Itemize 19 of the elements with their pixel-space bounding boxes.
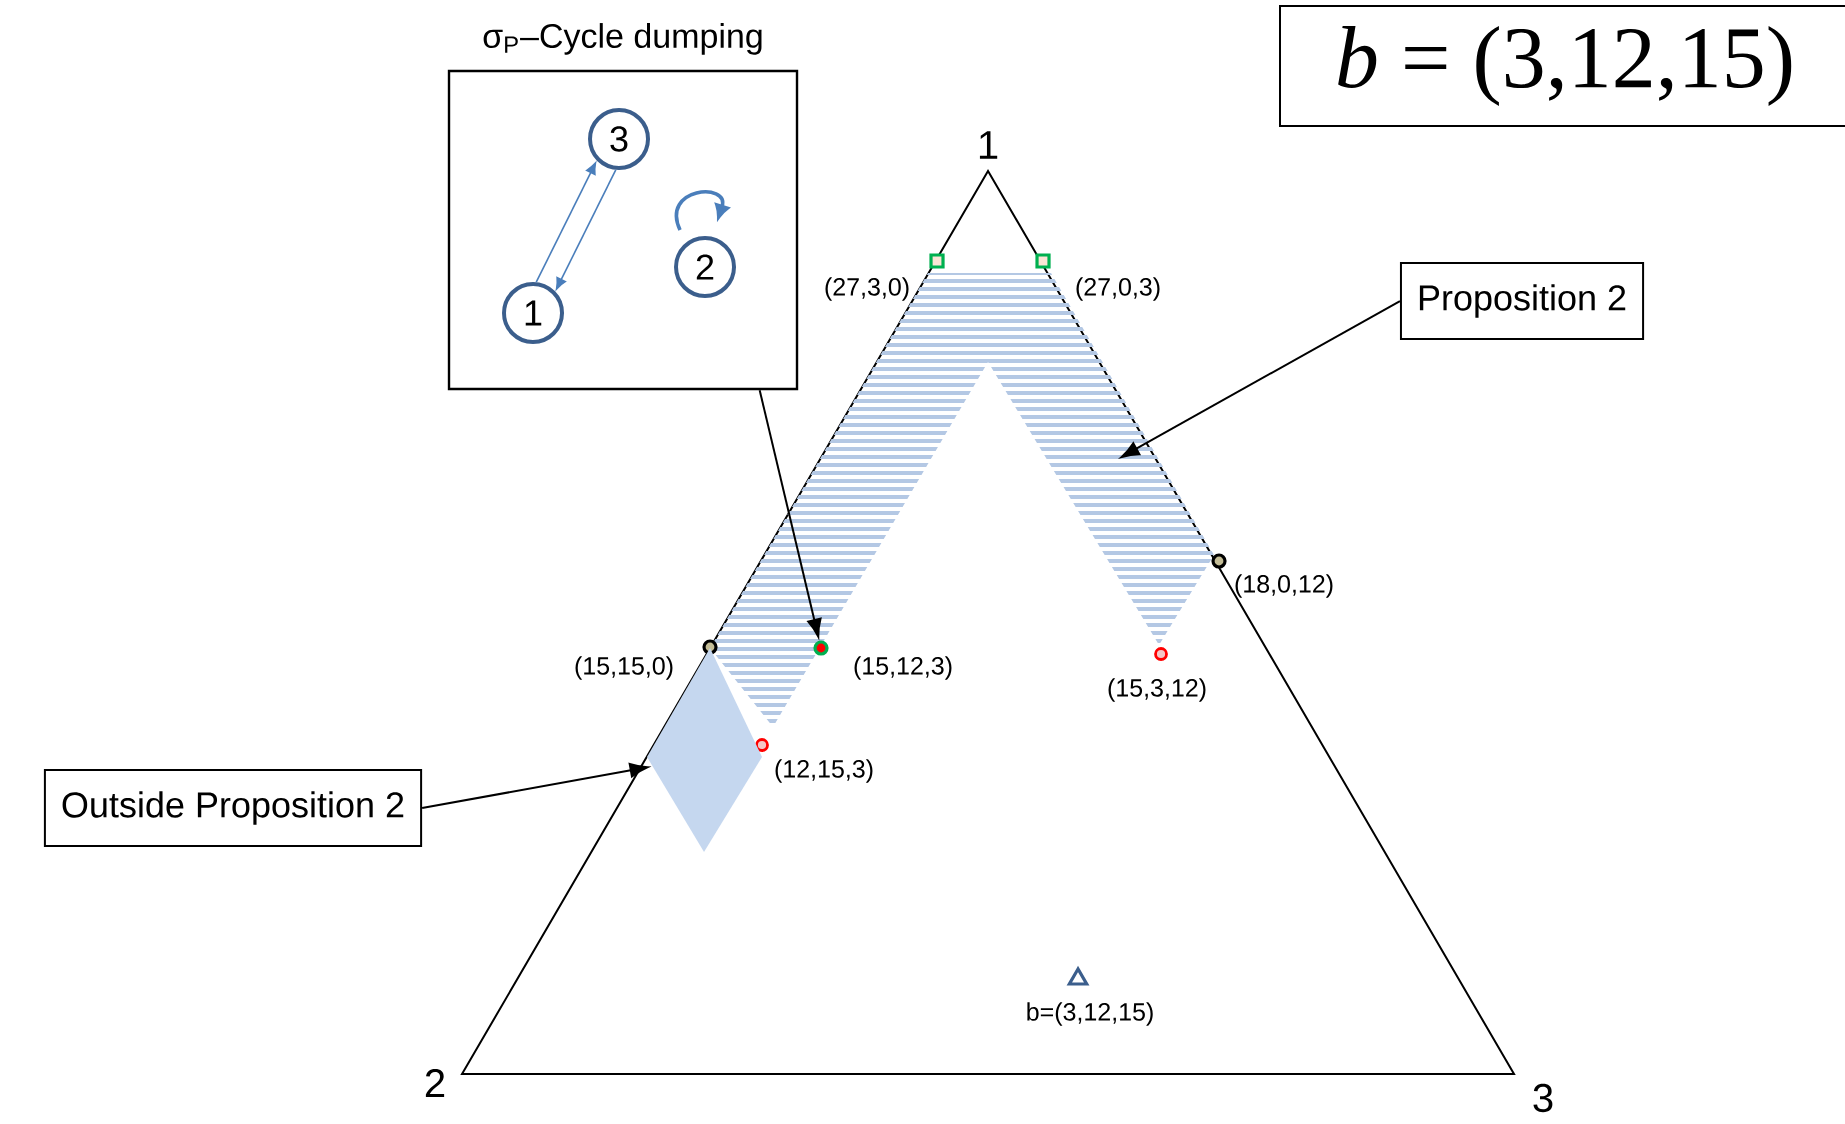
coordinate-label: (27,3,0) xyxy=(825,277,909,301)
inset-heading: σ$_{P}$–Cycle dumping xyxy=(483,23,762,55)
vertex-label: 2 xyxy=(425,1069,445,1097)
coordinate-label: (27,0,3) xyxy=(1076,277,1160,301)
coordinate-label: (12,15,3) xyxy=(775,759,873,783)
formula-box: b = (3,12,15) xyxy=(1279,5,1845,127)
arrow xyxy=(1120,300,1401,458)
vertex-label: 1 xyxy=(979,131,998,159)
arrow xyxy=(535,162,597,283)
coordinate-label: (15,12,3) xyxy=(854,656,952,680)
coordinate-label: (15,15,0) xyxy=(575,656,673,680)
label-box: Outside Proposition 2 xyxy=(43,769,423,847)
arrow xyxy=(555,169,617,290)
label-box: Proposition 2 xyxy=(1399,262,1645,340)
coordinate-label: (15,3,12) xyxy=(1108,678,1206,702)
coordinate-label: (18,0,12) xyxy=(1235,574,1333,598)
arrow xyxy=(758,389,822,638)
coordinate-label: b=(3,12,15) xyxy=(1027,1002,1153,1026)
vertex-label: 3 xyxy=(1533,1083,1553,1113)
